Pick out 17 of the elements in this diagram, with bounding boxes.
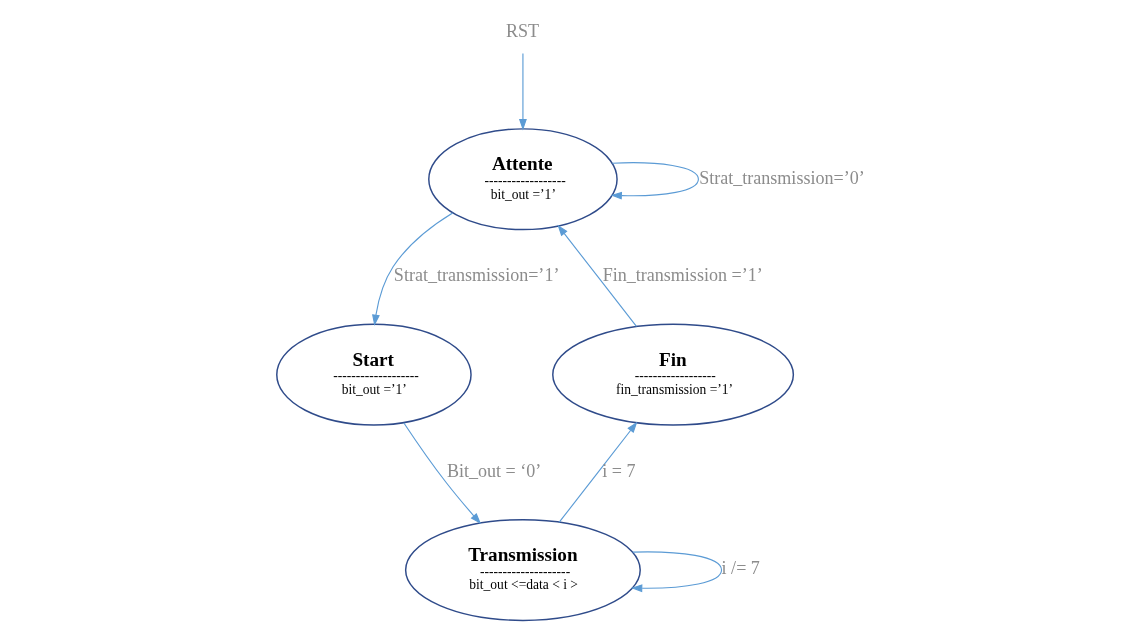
- edge-label: Bit_out = ‘0’: [446, 460, 542, 481]
- edge-label: Strat_transmission=’1’: [393, 265, 560, 286]
- arrow: [610, 162, 699, 200]
- node-ellipse: Attente ------------------ bit_out =’1’: [428, 128, 618, 231]
- arrow: [557, 224, 637, 327]
- arrow: [558, 421, 638, 523]
- node-ellipse: Start ------------------- bit_out =’1’: [276, 323, 472, 426]
- edge-label: i = 7: [602, 460, 636, 481]
- node-text: RST: [505, 21, 540, 42]
- arrow: [403, 422, 482, 525]
- edge-label: Fin_transmission =’1’: [602, 265, 763, 286]
- edge-label: Strat_transmission=’0’: [699, 167, 865, 188]
- arrow: [372, 212, 454, 326]
- arrow: [518, 52, 527, 131]
- node-ellipse: Fin ------------------ fin_transmission =’1’: [552, 323, 795, 426]
- edge-label: i /= 7: [721, 558, 760, 579]
- arrow: [631, 551, 723, 593]
